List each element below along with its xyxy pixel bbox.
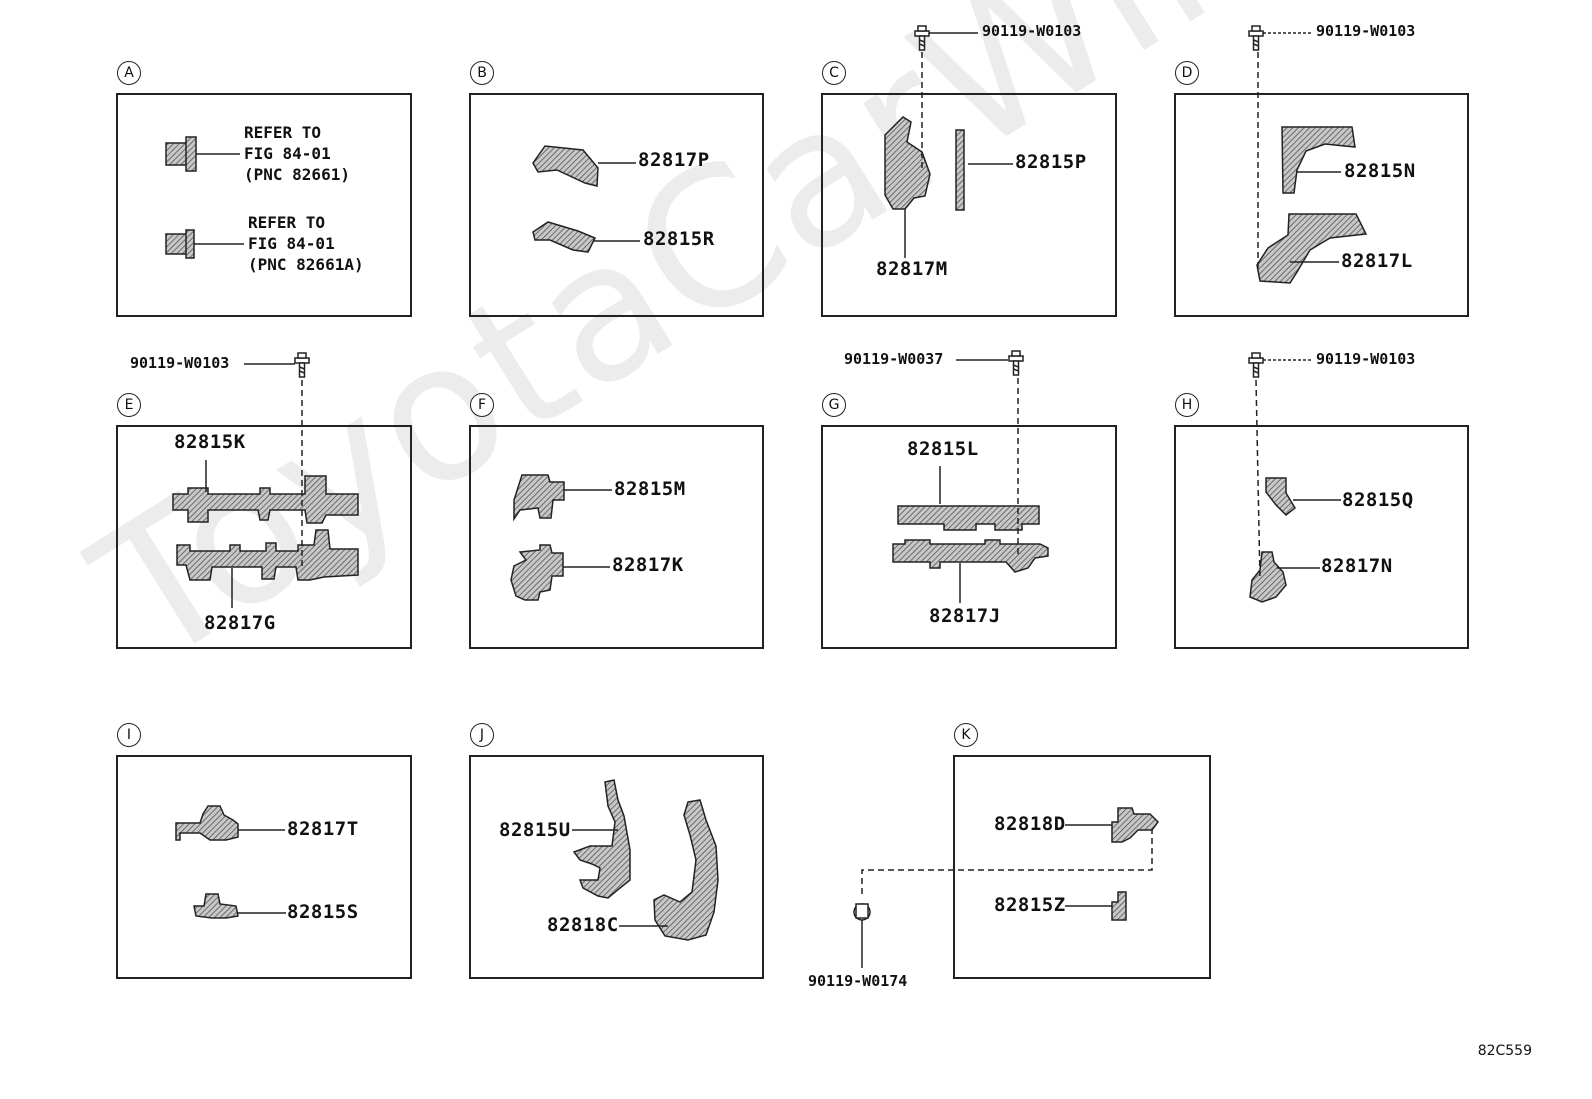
panel-a [116, 93, 412, 317]
part-label-82818d: 82818D [994, 813, 1066, 835]
bolt-code-k: 90119-W0174 [808, 972, 908, 990]
part-label-82815u: 82815U [499, 819, 571, 841]
part-82817t [175, 805, 239, 841]
part-clip-a1 [165, 136, 240, 172]
panel-j-letter: J [470, 723, 494, 747]
reference-note-a2: REFER TO FIG 84-01 (PNC 82661A) [248, 212, 364, 275]
bolt-icon-c [914, 25, 930, 51]
part-label-82817p: 82817P [638, 149, 710, 171]
part-label-82815s: 82815S [287, 901, 359, 923]
bolt-code-h: 90119-W0103 [1316, 350, 1416, 368]
panel-c-letter: C [822, 61, 846, 85]
part-82817p [532, 145, 599, 187]
panel-i-letter: I [117, 723, 141, 747]
reference-line: REFER TO [248, 213, 326, 232]
panel-j [469, 755, 764, 979]
panel-h-letter: H [1175, 393, 1199, 417]
part-82815r [532, 221, 597, 253]
part-82817n [1249, 551, 1287, 603]
bolt-icon-e [294, 352, 310, 378]
bolt-code-d: 90119-W0103 [1316, 22, 1416, 40]
panel-k-letter: K [954, 723, 978, 747]
part-label-82817j: 82817J [929, 605, 1001, 627]
part-label-82817t: 82817T [287, 818, 359, 840]
part-82815k [172, 475, 359, 524]
part-82815u [572, 779, 631, 899]
part-label-82815r: 82815R [643, 228, 715, 250]
part-82815l [897, 505, 1040, 531]
part-label-82815k: 82815K [174, 431, 246, 453]
bolt-code-e: 90119-W0103 [130, 354, 230, 372]
panel-f-letter: F [470, 393, 494, 417]
bolt-icon-g [1008, 350, 1024, 376]
part-label-82815q: 82815Q [1342, 489, 1414, 511]
panel-e [116, 425, 412, 649]
panel-i [116, 755, 412, 979]
panel-c [821, 93, 1117, 317]
part-82818c [653, 799, 719, 941]
part-82817l [1256, 213, 1368, 284]
panel-f [469, 425, 764, 649]
bolt-icon-h [1248, 352, 1264, 378]
panel-a-letter: A [117, 61, 141, 85]
reference-line: (PNC 82661A) [248, 255, 364, 274]
panel-d-letter: D [1175, 61, 1199, 85]
figure-id: 82C559 [1477, 1043, 1532, 1059]
part-label-82817m: 82817M [876, 258, 948, 280]
part-82818d [1111, 807, 1159, 843]
part-label-82817g: 82817G [204, 612, 276, 634]
part-82815q [1265, 477, 1296, 516]
reference-note-a1: REFER TO FIG 84-01 (PNC 82661) [244, 122, 350, 185]
part-82815s [193, 893, 239, 919]
bolt-icon-d [1248, 25, 1264, 51]
part-label-82815p: 82815P [1015, 151, 1087, 173]
part-82815z [1111, 891, 1127, 921]
reference-line: FIG 84-01 [248, 234, 335, 253]
panel-h [1174, 425, 1469, 649]
part-label-82815z: 82815Z [994, 894, 1066, 916]
part-clip-a2 [165, 229, 244, 259]
part-82815n [1281, 126, 1356, 194]
part-label-82815m: 82815M [614, 478, 686, 500]
part-label-82817k: 82817K [612, 554, 684, 576]
part-82815m [513, 474, 565, 522]
bolt-icon-k [853, 903, 871, 968]
part-82817g [176, 529, 359, 581]
panel-b-letter: B [470, 61, 494, 85]
panel-d [1174, 93, 1469, 317]
part-82817j [892, 539, 1049, 573]
reference-line: FIG 84-01 [244, 144, 331, 163]
part-label-82818c: 82818C [547, 914, 619, 936]
panel-g-letter: G [822, 393, 846, 417]
panel-e-letter: E [117, 393, 141, 417]
part-label-82817n: 82817N [1321, 555, 1393, 577]
panel-b [469, 93, 764, 317]
part-label-82817l: 82817L [1341, 250, 1413, 272]
part-82815p [955, 129, 965, 211]
panel-g [821, 425, 1117, 649]
bolt-code-g: 90119-W0037 [844, 350, 944, 368]
part-82817m [884, 116, 931, 210]
reference-line: REFER TO [244, 123, 322, 142]
bolt-code-c: 90119-W0103 [982, 22, 1082, 40]
panel-k [953, 755, 1211, 979]
part-82817k [510, 544, 564, 601]
part-label-82815n: 82815N [1344, 160, 1416, 182]
reference-line: (PNC 82661) [244, 165, 350, 184]
part-label-82815l: 82815L [907, 438, 979, 460]
